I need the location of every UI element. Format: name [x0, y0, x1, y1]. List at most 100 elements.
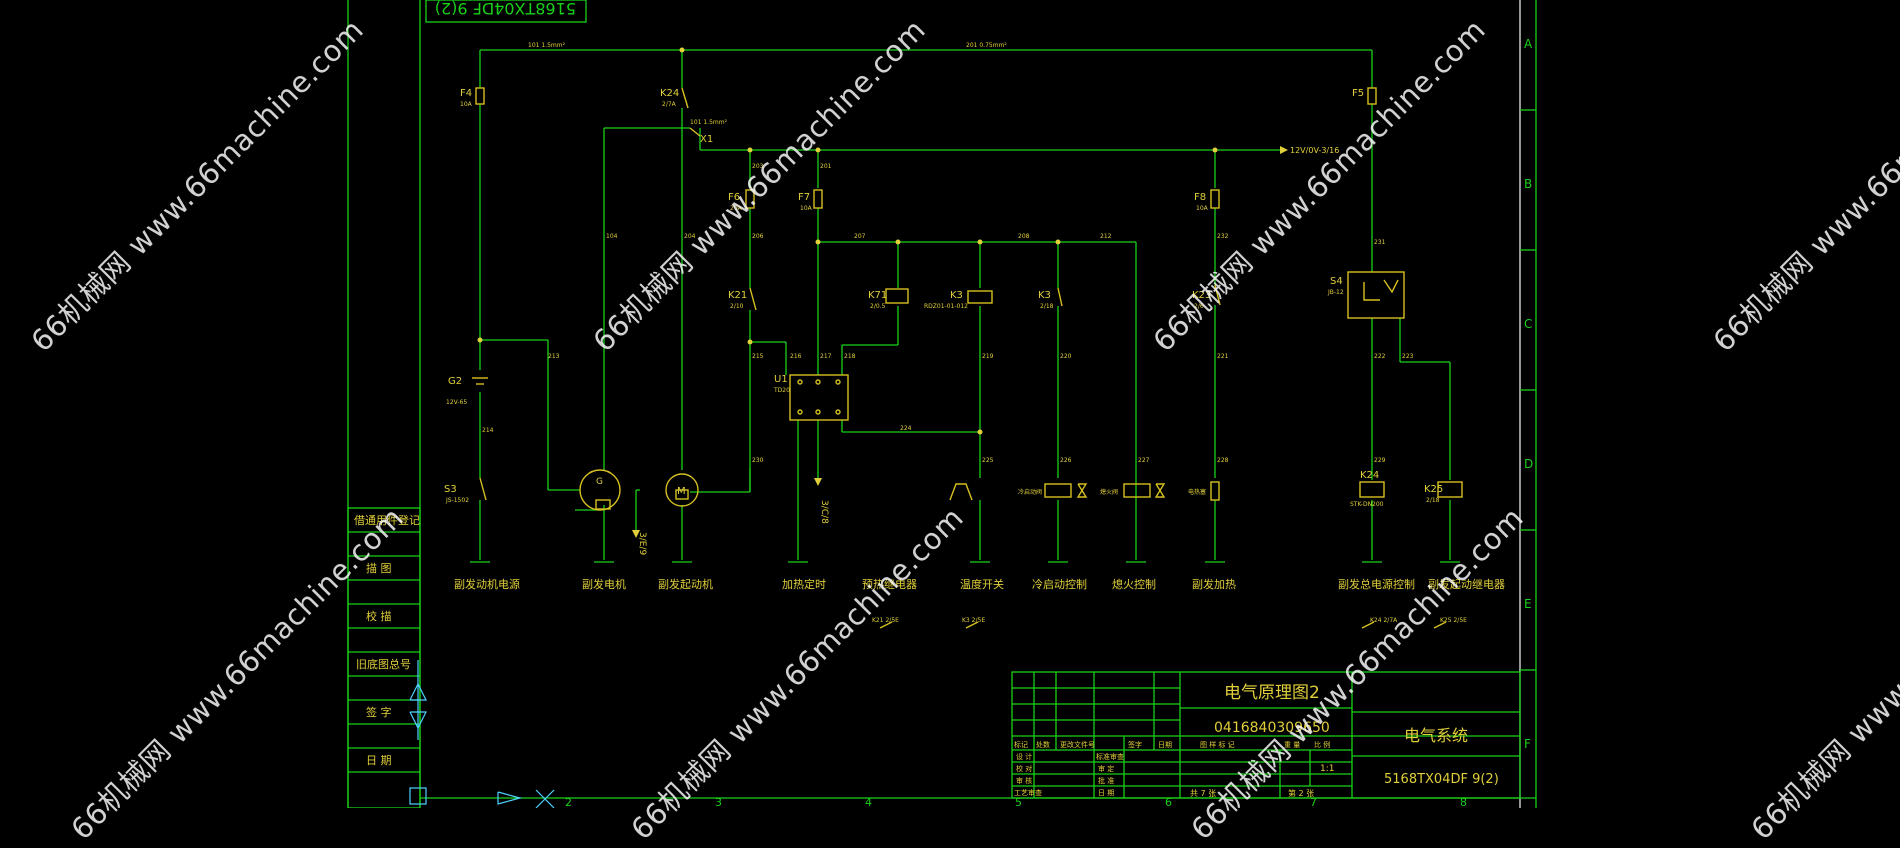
label-f8-rating: 10A: [1196, 205, 1209, 212]
node-label: 220: [1060, 353, 1072, 360]
small-contact-k24: [1361, 621, 1375, 629]
left-table-label-date: 日 期: [366, 754, 392, 767]
arrow-down-icon-2: [814, 478, 822, 486]
role-cell-date: 日 期: [1098, 789, 1114, 797]
node-label: 218: [844, 353, 856, 360]
node-label: 222: [1374, 353, 1386, 360]
node-label: 215: [752, 353, 764, 360]
label-k21-ref: 2/10: [730, 303, 744, 310]
node-label: 230: [752, 457, 764, 464]
drawing-code: 0416840309650: [1214, 720, 1330, 736]
node-labels: 101 1.5mm² 201 0.75mm² 101 1.5mm² 203 20…: [482, 42, 1414, 464]
switch-s3: [479, 477, 487, 501]
label-f7-rating: 10A: [800, 205, 813, 212]
label-k25-ref: 2/18: [1426, 497, 1440, 504]
contact-k21: [749, 287, 757, 311]
generator-icon: [579, 469, 621, 511]
fuse-f5: [1367, 87, 1377, 105]
column-numbers: 2 3 4 5 6 7 8: [565, 796, 1467, 808]
heater-plug-icon: [1210, 481, 1220, 501]
zone-letter-d: D: [1524, 457, 1533, 471]
node-label: 223: [1402, 353, 1414, 360]
small-contact-k3: [965, 621, 979, 629]
label-f6: F6: [728, 192, 740, 203]
zone-letters: A B C D E F: [1524, 37, 1533, 751]
label-g2-rating: 12V-65: [446, 399, 467, 406]
node-label: 104: [606, 233, 618, 240]
zone-letter-e: E: [1524, 597, 1532, 611]
node-label: 219: [982, 353, 994, 360]
label-u1-ref: TD20: [773, 387, 790, 394]
label-k24-coil: K24: [1360, 470, 1379, 481]
coil-k25: [1437, 481, 1463, 498]
left-table-labels: 借通用件登记 描 图 校 描 旧底图总号 签 字 日 期: [354, 513, 420, 767]
contact-k24: [681, 87, 689, 109]
label-heater-plug: 电热塞: [1188, 488, 1206, 496]
function-label-aux-heating: 副发加热: [1192, 577, 1236, 591]
node-label: 232: [1217, 233, 1229, 240]
scale-value: 1:1: [1320, 764, 1334, 774]
fuse-f6: [745, 189, 755, 209]
header-cell-date: 日期: [1158, 741, 1172, 749]
role-cell-process: 工艺审查: [1014, 788, 1042, 797]
function-label-stop-control: 熄火控制: [1112, 577, 1156, 591]
left-revision-table: [347, 507, 421, 808]
column-number-3: 3: [715, 796, 722, 808]
small-contact-label: K25 2/5E: [1440, 617, 1467, 624]
zone-letter-b: B: [1524, 177, 1532, 191]
projection-symbol: [409, 660, 555, 808]
cold-start-valve-icon: [1044, 483, 1072, 498]
node-label: 229: [1374, 457, 1386, 464]
arrow-right-icon: [1280, 146, 1288, 154]
node-label: 225: [982, 457, 994, 464]
coil-k71: [885, 288, 909, 304]
label-fire-valve: 熄火阀: [1100, 488, 1118, 496]
contact-k3: [1057, 287, 1063, 307]
node-label: 203: [752, 163, 764, 170]
small-contact-label: K24 2/7A: [1370, 617, 1398, 624]
top-stamp: 5168TX04DF 9(2): [435, 0, 576, 18]
function-label-temp-switch: 温度开关: [960, 577, 1004, 591]
function-label-aux-generator: 副发电机: [582, 577, 626, 591]
coil-k3: [967, 290, 993, 304]
stage-cell-weight: 重 量: [1284, 741, 1300, 749]
components: [472, 87, 1463, 629]
sheet-total: 共 7 张: [1190, 789, 1216, 798]
drawing-title: 电气原理图2: [1224, 683, 1320, 703]
label-f7: F7: [798, 192, 810, 203]
label-motor: M: [677, 486, 686, 497]
column-number-6: 6: [1165, 796, 1172, 808]
stage-cell-mark: 图 样 标 记: [1200, 740, 1235, 749]
role-cell-design: 设 计: [1016, 752, 1032, 761]
node-label: 213: [548, 353, 560, 360]
connector-x1: [689, 127, 701, 137]
drawing-frame: [347, 0, 1537, 808]
header-cell-mark: 标记: [1014, 740, 1028, 749]
timer-u1: [789, 374, 849, 421]
label-f5: F5: [1352, 88, 1364, 99]
label-k3-contact: K3: [1038, 290, 1051, 301]
label-f6-rating: 20A: [730, 205, 743, 212]
node-label: 231: [1374, 239, 1386, 246]
coil-k24b: [1359, 481, 1385, 498]
label-s3: S3: [444, 484, 457, 495]
label-k21: K21: [728, 290, 747, 301]
junction-dots: [477, 47, 1218, 435]
node-label: 201: [820, 163, 832, 170]
label-k23-ref: 2/6: [1194, 303, 1204, 310]
fire-valve-icon: [1123, 483, 1151, 498]
contact-k23: [1214, 284, 1221, 306]
function-label-aux-power: 副发动机电源: [454, 577, 520, 591]
label-k71: K71: [868, 290, 887, 301]
label-cold-start-valve: 冷启动阀: [1018, 488, 1042, 496]
switch-s4: [1347, 271, 1405, 319]
node-label: 221: [1217, 353, 1229, 360]
label-s4-ref: JB-12: [1327, 289, 1344, 296]
column-number-5: 5: [1015, 796, 1022, 808]
role-cell-check: 校 对: [1016, 764, 1032, 773]
column-number-4: 4: [865, 796, 872, 808]
wiring: [470, 49, 1460, 563]
zone-letter-f: F: [1524, 737, 1531, 751]
small-contact-k25: [1433, 621, 1447, 629]
label-s3-ref: JS-1502: [445, 497, 469, 504]
